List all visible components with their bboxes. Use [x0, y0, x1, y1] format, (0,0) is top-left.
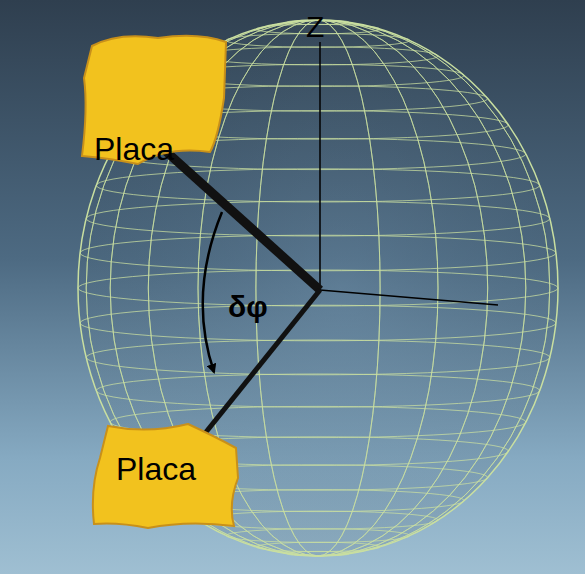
z-axis: [319, 42, 321, 290]
angle-label: δφ: [228, 292, 268, 322]
plate: Placa: [78, 28, 228, 168]
sphere-wireframe: [78, 20, 558, 556]
lower-rod: [190, 290, 320, 452]
latitude-line: [96, 374, 539, 407]
plate-label: Placa: [94, 132, 174, 167]
latitude-line: [96, 169, 539, 202]
plate: Placa: [88, 418, 240, 530]
latitude-line: [80, 235, 556, 271]
latitude-line: [256, 542, 380, 551]
latitude-line: [198, 47, 438, 65]
angle-arrow: [203, 212, 222, 372]
plate-fill: [93, 424, 238, 528]
axis-label: Z: [306, 12, 324, 42]
latitude-line: [80, 305, 556, 341]
latitude-line: [86, 201, 550, 236]
plate-label: Placa: [116, 452, 196, 487]
latitude-line: [226, 529, 410, 543]
sphere-outline: [78, 20, 558, 556]
x-axis: [320, 290, 498, 305]
latitude-line: [86, 340, 550, 375]
